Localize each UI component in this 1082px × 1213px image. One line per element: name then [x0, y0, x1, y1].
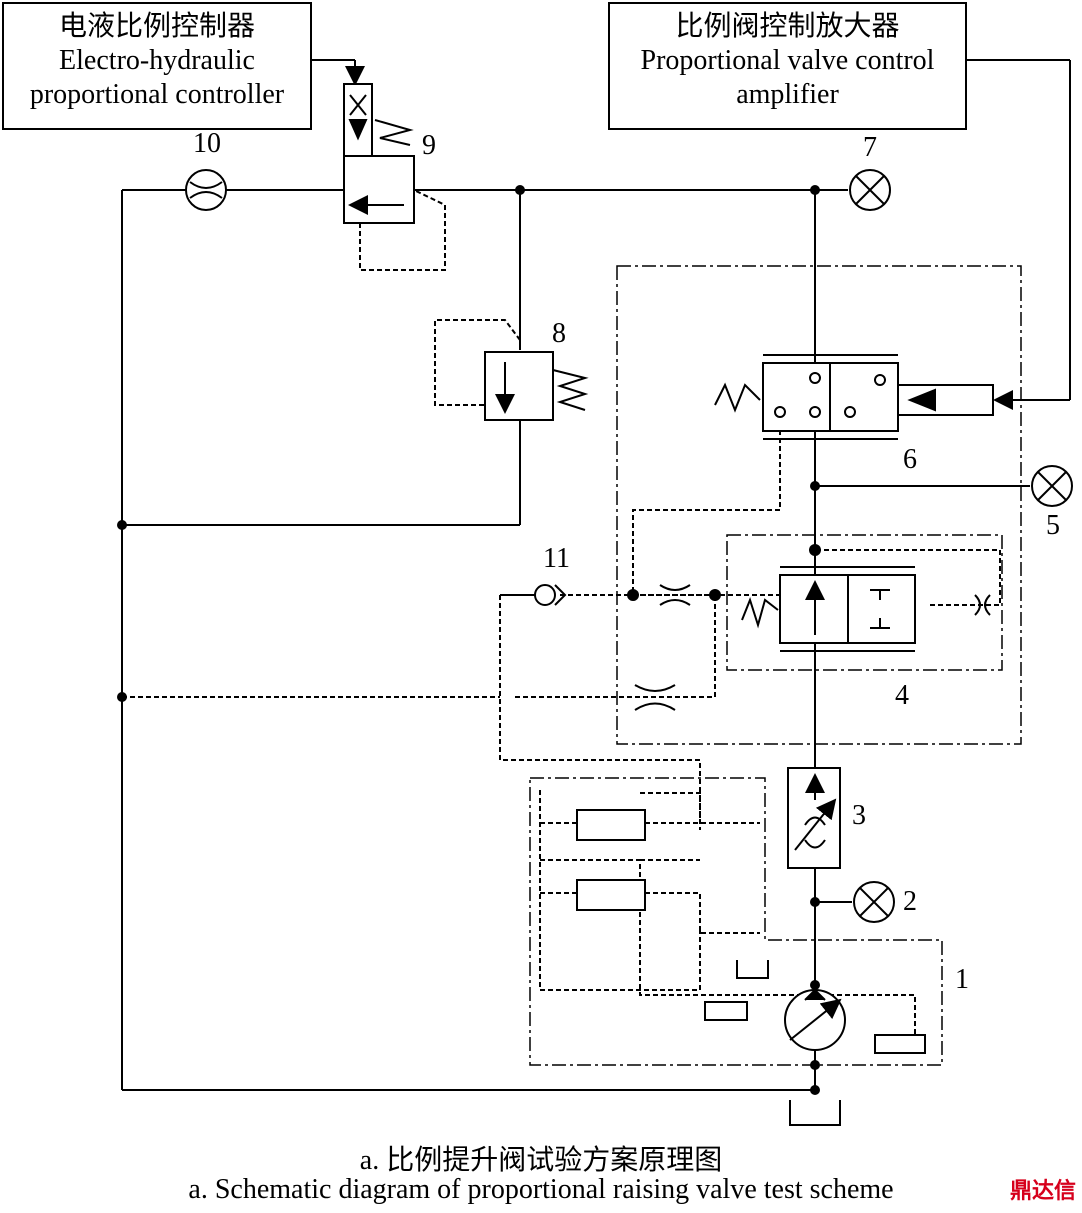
- amplifier-title-en-1: Proportional valve control: [640, 45, 935, 76]
- label-2: 2: [903, 886, 917, 917]
- label-7: 7: [863, 132, 877, 163]
- amplifier-title-cn: 比例阀控制放大器: [675, 11, 900, 42]
- label-11: 11: [543, 543, 570, 574]
- check-valve-11-symbol: [500, 584, 567, 606]
- label-4: 4: [895, 680, 909, 711]
- controller-title-cn: 电液比例控制器: [58, 11, 255, 42]
- watermark-logo: 鼎达信: [1009, 1179, 1076, 1204]
- label-3: 3: [852, 800, 866, 831]
- proportional-valve-6-symbol: [714, 354, 994, 440]
- gauge-2-symbol: [853, 881, 895, 923]
- controller-box: 电液比例控制器 Electro-hydraulic proportional c…: [2, 2, 312, 130]
- amplifier-title-en-2: amplifier: [736, 79, 839, 110]
- relief-valve-8-symbol: [484, 351, 589, 421]
- valve-9-symbol: [343, 83, 415, 224]
- valve-group-boundary: [616, 265, 1022, 745]
- label-6: 6: [903, 444, 917, 475]
- gauge-7-symbol: [849, 169, 891, 211]
- label-8: 8: [552, 318, 566, 349]
- caption-en: a. Schematic diagram of proportional rai…: [188, 1174, 894, 1205]
- controller-title-en-1: Electro-hydraulic: [59, 45, 255, 76]
- label-5: 5: [1046, 510, 1060, 541]
- valve-4-symbol: [741, 566, 916, 652]
- label-10: 10: [193, 128, 221, 159]
- controller-title-en-2: proportional controller: [29, 79, 285, 110]
- pump-1-symbol: [576, 809, 926, 1054]
- caption-cn: a. 比例提升阀试验方案原理图: [359, 1145, 723, 1176]
- gauge-5-symbol: [1031, 465, 1073, 507]
- throttle-3-symbol: [787, 767, 841, 869]
- amplifier-box: 比例阀控制放大器 Proportional valve control ampl…: [608, 2, 967, 130]
- label-1: 1: [955, 964, 969, 995]
- label-9: 9: [422, 130, 436, 161]
- flowmeter-10-symbol: [185, 169, 227, 211]
